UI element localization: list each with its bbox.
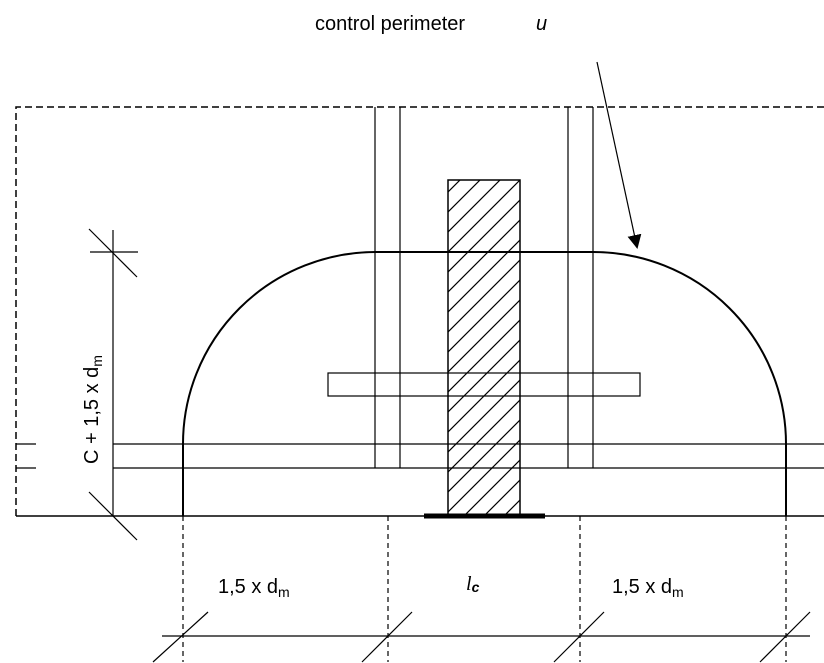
vertical-dimension-label: C + 1,5 x dm (81, 355, 105, 464)
vertical-dim-top-tick (88, 228, 138, 278)
vertical-dim-bottom-tick (88, 491, 138, 541)
right-dimension-label: 1,5 x dm (612, 576, 684, 600)
control-perimeter-label: control perimeter (315, 13, 465, 35)
horizontal-dimension-ticks (152, 611, 811, 663)
vertical-strip-left (374, 107, 401, 468)
control-perimeter-arrow (596, 61, 642, 249)
dimension-extension-lines (182, 516, 787, 662)
hatched-column (447, 179, 521, 517)
center-dimension-label: lc (466, 573, 480, 595)
vertical-strip-right (567, 107, 594, 468)
left-dimension-label: 1,5 x dm (218, 576, 290, 600)
control-perimeter-symbol: u (536, 13, 547, 35)
control-perimeter-curve (182, 251, 787, 516)
slab-dashed-outline (15, 106, 824, 516)
